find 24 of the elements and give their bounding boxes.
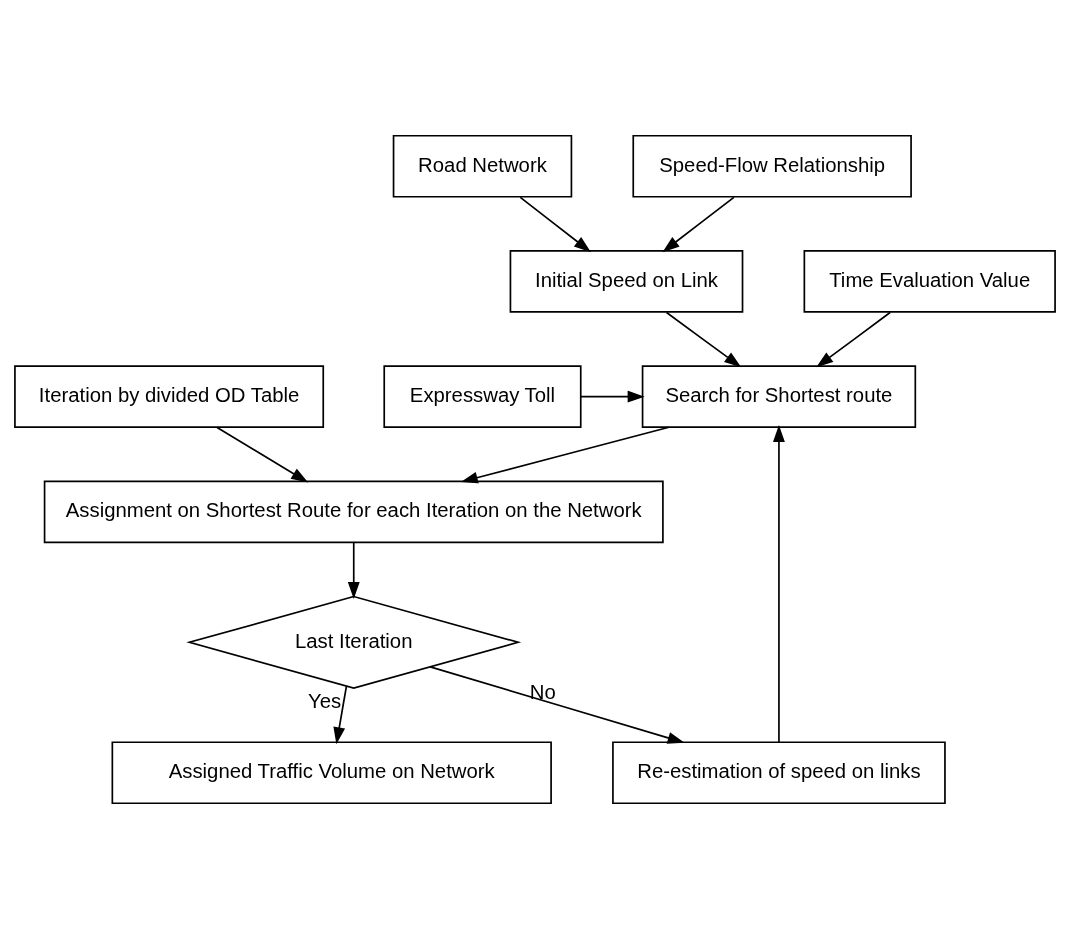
node-box: Speed-Flow Relationship — [632, 134, 912, 198]
edge-label: Yes — [308, 689, 342, 712]
arrow — [665, 311, 742, 367]
node-diamond: Last Iteration — [186, 595, 522, 689]
arrow — [460, 425, 670, 483]
node-box: Search for Shortest route — [641, 364, 917, 428]
node-box: Assigned Traffic Volume on Network — [111, 740, 552, 804]
node-box: Re-estimation of speed on links — [612, 740, 946, 804]
arrow — [429, 665, 685, 744]
arrow — [347, 541, 360, 599]
arrow — [773, 424, 785, 743]
node-box: Iteration by divided OD Table — [14, 364, 325, 428]
arrow — [519, 196, 591, 252]
node-box: Assignment on Shortest Route for each Iteration on the Network — [43, 480, 664, 543]
node-box: Initial Speed on Link — [509, 249, 744, 313]
arrow — [216, 426, 309, 483]
arrow — [816, 311, 891, 367]
node-box: Expressway Toll — [383, 364, 582, 428]
arrow — [662, 196, 735, 252]
arrow — [580, 390, 645, 403]
edge-label: No — [529, 680, 556, 703]
node-box: Road Network — [392, 134, 573, 198]
arrow — [333, 684, 348, 744]
node-box: Time Evaluation Value — [803, 249, 1056, 313]
